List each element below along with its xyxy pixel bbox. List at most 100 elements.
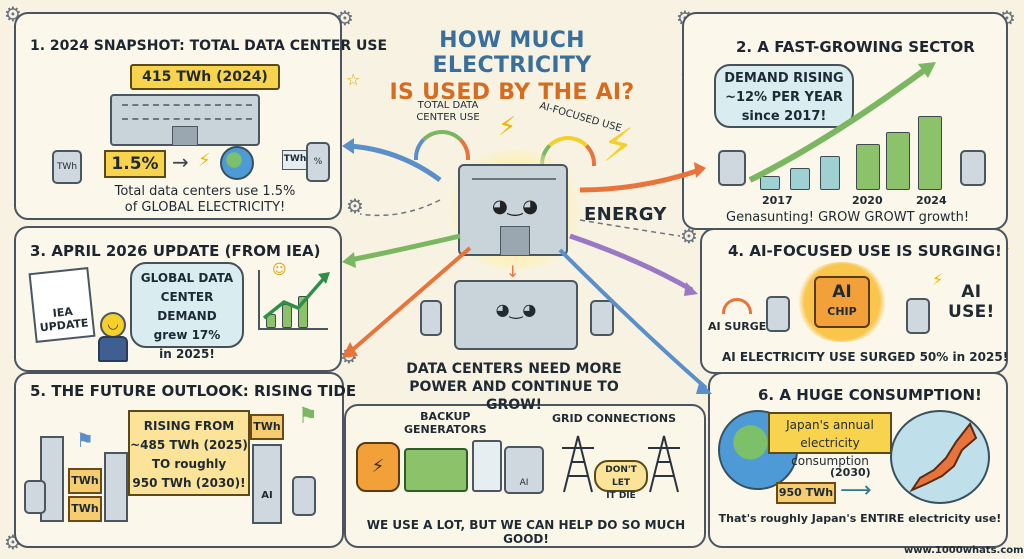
panel2-title: 2. A FAST-GROWING SECTOR <box>736 38 975 56</box>
flag-icon: ⚑ <box>76 428 94 452</box>
outlook-note: RISING FROM ~485 TWh (2025) TO roughly 9… <box>128 410 250 496</box>
robot-icon: % <box>306 142 330 182</box>
banner-line-1: Japan's annual <box>786 418 874 432</box>
character-body <box>98 336 128 362</box>
sign-line-2: IT DIE <box>606 491 636 501</box>
title-line-2: IS USED BY THE AI? <box>389 80 635 105</box>
ai-chip: AI CHIP <box>814 276 870 328</box>
server-label: AI <box>261 490 273 501</box>
growth-bar <box>918 116 942 190</box>
star-icon: ☆ <box>346 70 361 89</box>
robot-icon <box>766 296 790 332</box>
flag-icon: ⚑ <box>298 404 318 429</box>
year-2030: (2030) <box>830 466 871 479</box>
server-rack <box>104 452 128 522</box>
robot-icon: TWh <box>52 150 82 184</box>
outlook-line-3: TO roughly <box>151 457 227 471</box>
panel4-title: 4. AI-FOCUSED USE IS SURGING! <box>728 242 1002 260</box>
backup-label: BACKUP GENERATORS <box>404 410 487 436</box>
iea-bubble-2: CENTER DEMAND <box>157 290 217 323</box>
panel6-title: 6. A HUGE CONSUMPTION! <box>758 386 982 404</box>
power-tower-icon <box>562 435 594 493</box>
backup-line-2: GENERATORS <box>404 423 487 436</box>
gear-icon: ⚙ <box>346 194 364 218</box>
twh-box-label: TWh <box>71 502 99 515</box>
panel2-caption: Genasunting! GROW GROWT growth! <box>726 210 970 225</box>
year-2017: 2017 <box>762 194 793 207</box>
gear-icon: ⚙ <box>680 224 698 248</box>
iea-bubble-1: GLOBAL DATA <box>140 271 234 285</box>
panel4-caption: AI ELECTRICITY USE SURGED 50% in 2025! <box>722 350 1009 364</box>
panel1-title: 1. 2024 SNAPSHOT: TOTAL DATA CENTER USE <box>30 38 388 54</box>
caption-line-1: Total data centers use 1.5% <box>114 184 296 199</box>
globe-icon <box>220 146 254 180</box>
data-center-building <box>110 94 260 146</box>
growth-bar <box>790 168 810 190</box>
year-2024: 2024 <box>916 194 947 207</box>
growth-arrow <box>748 62 936 183</box>
twh-box: TWh <box>68 468 102 494</box>
lightning-icon: ⚡ <box>932 270 944 289</box>
server-character: AI <box>504 446 544 494</box>
dont-let-it-die-sign: DON'T LET IT DIE <box>594 460 648 501</box>
growth-bar <box>820 156 840 190</box>
panel6-caption: That's roughly Japan's ENTIRE electricit… <box>718 512 1002 525</box>
twh-box: TWh <box>68 496 102 522</box>
title-line-1: HOW MUCH ELECTRICITY <box>432 28 592 78</box>
caption-line-2: of GLOBAL ELECTRICITY! <box>124 200 286 215</box>
twh-950-box: 950 TWh <box>776 482 836 504</box>
arrow-right-icon: → <box>172 150 189 174</box>
chip-line-1: AI <box>832 282 852 302</box>
lightning-icon: ⚡ <box>498 112 517 142</box>
demand-bubble: DEMAND RISING ~12% PER YEAR since 2017! <box>714 64 854 128</box>
robot-icon <box>24 480 46 514</box>
outlook-line-4: 950 TWh (2030)! <box>132 476 246 490</box>
server-rack: AI <box>252 444 282 524</box>
percent-box: 1.5% <box>104 150 166 178</box>
mini-growth-chart <box>258 270 328 330</box>
backup-line-1: BACKUP <box>420 410 471 423</box>
panel1-caption: Total data centers use 1.5% of GLOBAL EL… <box>80 184 330 216</box>
year-2020: 2020 <box>852 194 883 207</box>
robot-icon <box>718 150 746 186</box>
footer-url[interactable]: www.1000whats.com <box>904 545 1024 556</box>
gauge-total-label: TOTAL DATA CENTER USE <box>416 100 480 123</box>
ai-use-label: AI USE! <box>948 282 995 322</box>
twh-box-label: TWh <box>253 420 281 433</box>
outlook-line-2: ~485 TWh (2025) <box>130 438 248 452</box>
iea-bubble: GLOBAL DATA CENTER DEMAND grew 17% in 20… <box>130 262 244 361</box>
building-face: ◕‿◕ <box>492 196 538 217</box>
grid-label: GRID CONNECTIONS <box>552 412 677 425</box>
main-title: HOW MUCH ELECTRICITY IS USED BY THE AI? <box>364 28 660 105</box>
panel3-title: 3. APRIL 2026 UPDATE (FROM IEA) <box>30 242 321 260</box>
surge-label: AI SURGE <box>708 320 767 333</box>
twh-banner-text: 415 TWh (2024) <box>142 69 268 85</box>
outlook-line-1: RISING FROM <box>143 419 235 433</box>
japan-map <box>890 410 990 504</box>
sign-line-1: DON'T LET <box>605 465 637 488</box>
lightning-icon: ⚡ <box>198 150 211 171</box>
japan-banner: Japan's annual electricity consumption <box>768 412 892 468</box>
bubble-line-2: ~12% PER YEAR <box>725 90 843 105</box>
bubble-line-3: since 2017! <box>741 109 827 124</box>
twh-banner: 415 TWh (2024) <box>130 64 280 90</box>
twh-950-text: 950 TWh <box>778 486 834 499</box>
iea-bubble-3: grew 17% <box>153 328 221 342</box>
power-tower-icon <box>648 435 680 493</box>
bubble-line-1: DEMAND RISING <box>724 71 844 86</box>
central-message: DATA CENTERS NEED MORE POWER AND CONTINU… <box>406 361 622 413</box>
twh-tag-text: TWh <box>283 154 307 164</box>
growth-bar-chart <box>760 100 970 190</box>
robot-icon <box>906 298 930 334</box>
panel5-title: 5. THE FUTURE OUTLOOK: RISING TIDE <box>30 382 357 400</box>
arrow-right-icon: ⟶ <box>840 478 872 503</box>
twh-box-label: TWh <box>71 474 99 487</box>
second-data-center: ◕‿◕ <box>454 280 578 350</box>
growth-bar <box>886 132 910 190</box>
energy-label: ENERGY <box>584 204 667 225</box>
central-data-center: ◕‿◕ <box>458 164 568 256</box>
growth-bar <box>856 144 880 190</box>
robot-icon <box>420 300 442 336</box>
surge-gauge-icon <box>722 298 752 314</box>
